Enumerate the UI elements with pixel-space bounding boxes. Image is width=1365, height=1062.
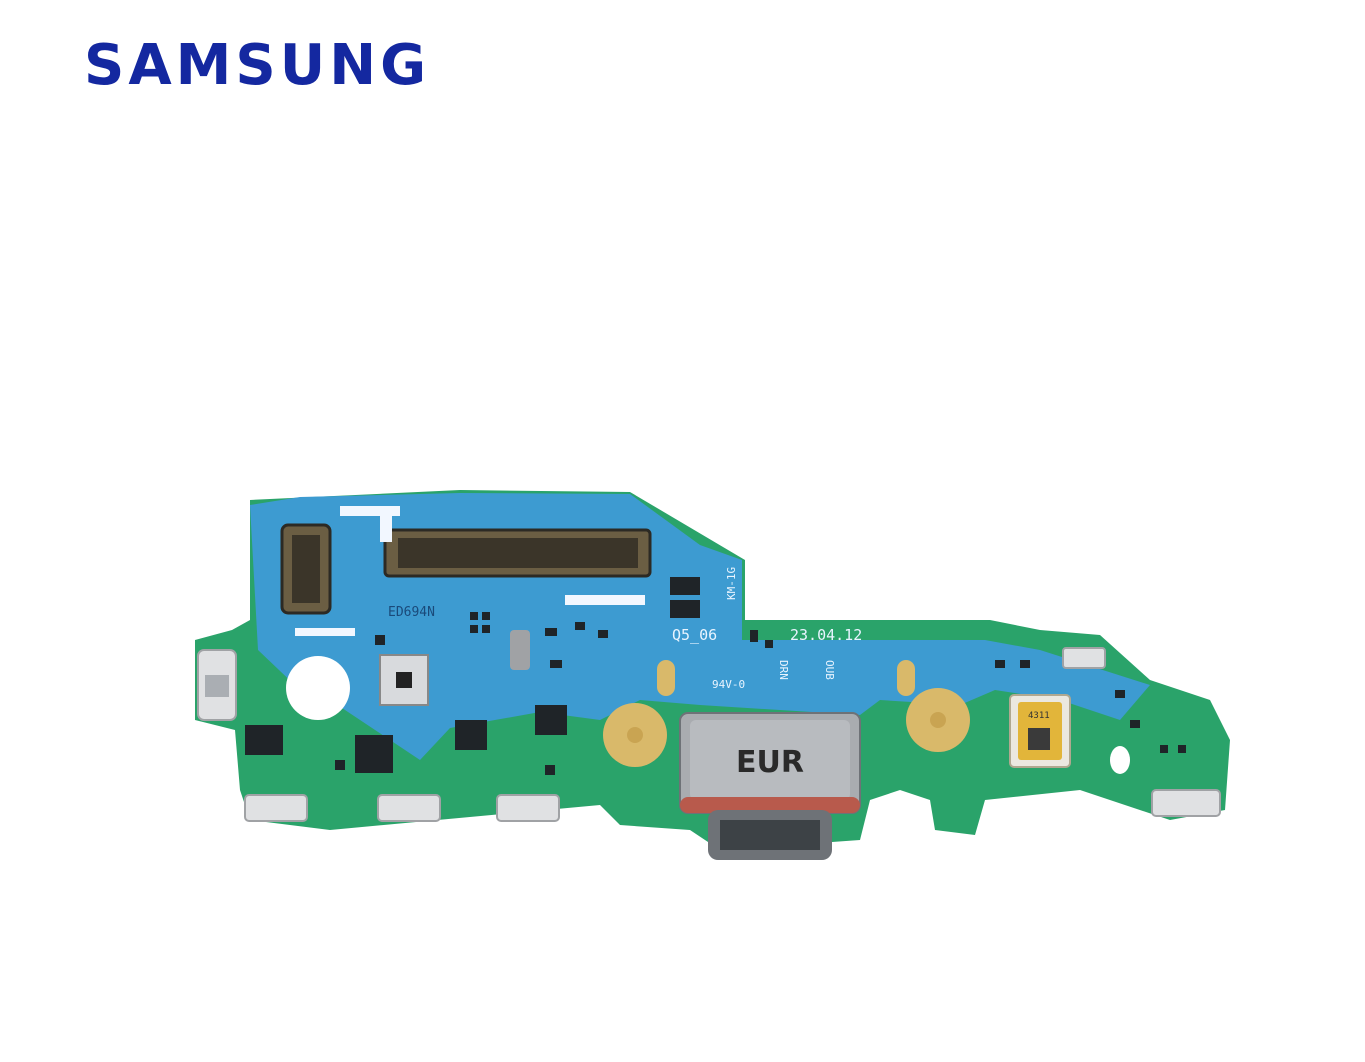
spring-contact [496,794,560,822]
ic-chip [670,600,700,618]
ic-chip [355,735,393,773]
spring-contact [1151,789,1221,817]
usb-region-label: EUR [736,745,804,780]
ic-chip [670,577,700,595]
ic-chip [245,725,283,755]
silk-drn: DRN [777,660,790,680]
usb-c-port: EUR [679,712,861,860]
spring-contact [197,649,237,721]
ic-chip [455,720,487,750]
svg-text:4311: 4311 [1028,711,1050,721]
silk-vertical-code: KM-1G [725,567,738,600]
samsung-logo: SAMSUNG [84,33,431,98]
mounting-hole [286,656,350,720]
ic-chip [535,705,567,735]
silk-date-code: 23.04.12 [790,626,862,644]
spring-contact [377,794,441,822]
silk-rating: 94V-0 [712,678,745,691]
spring-contact [1062,647,1106,669]
silk-model-code: Q5_06 [672,626,717,644]
silk-part-code: ED694N [388,605,435,620]
silk-oub: OUB [823,660,836,680]
spring-contact [244,794,308,822]
